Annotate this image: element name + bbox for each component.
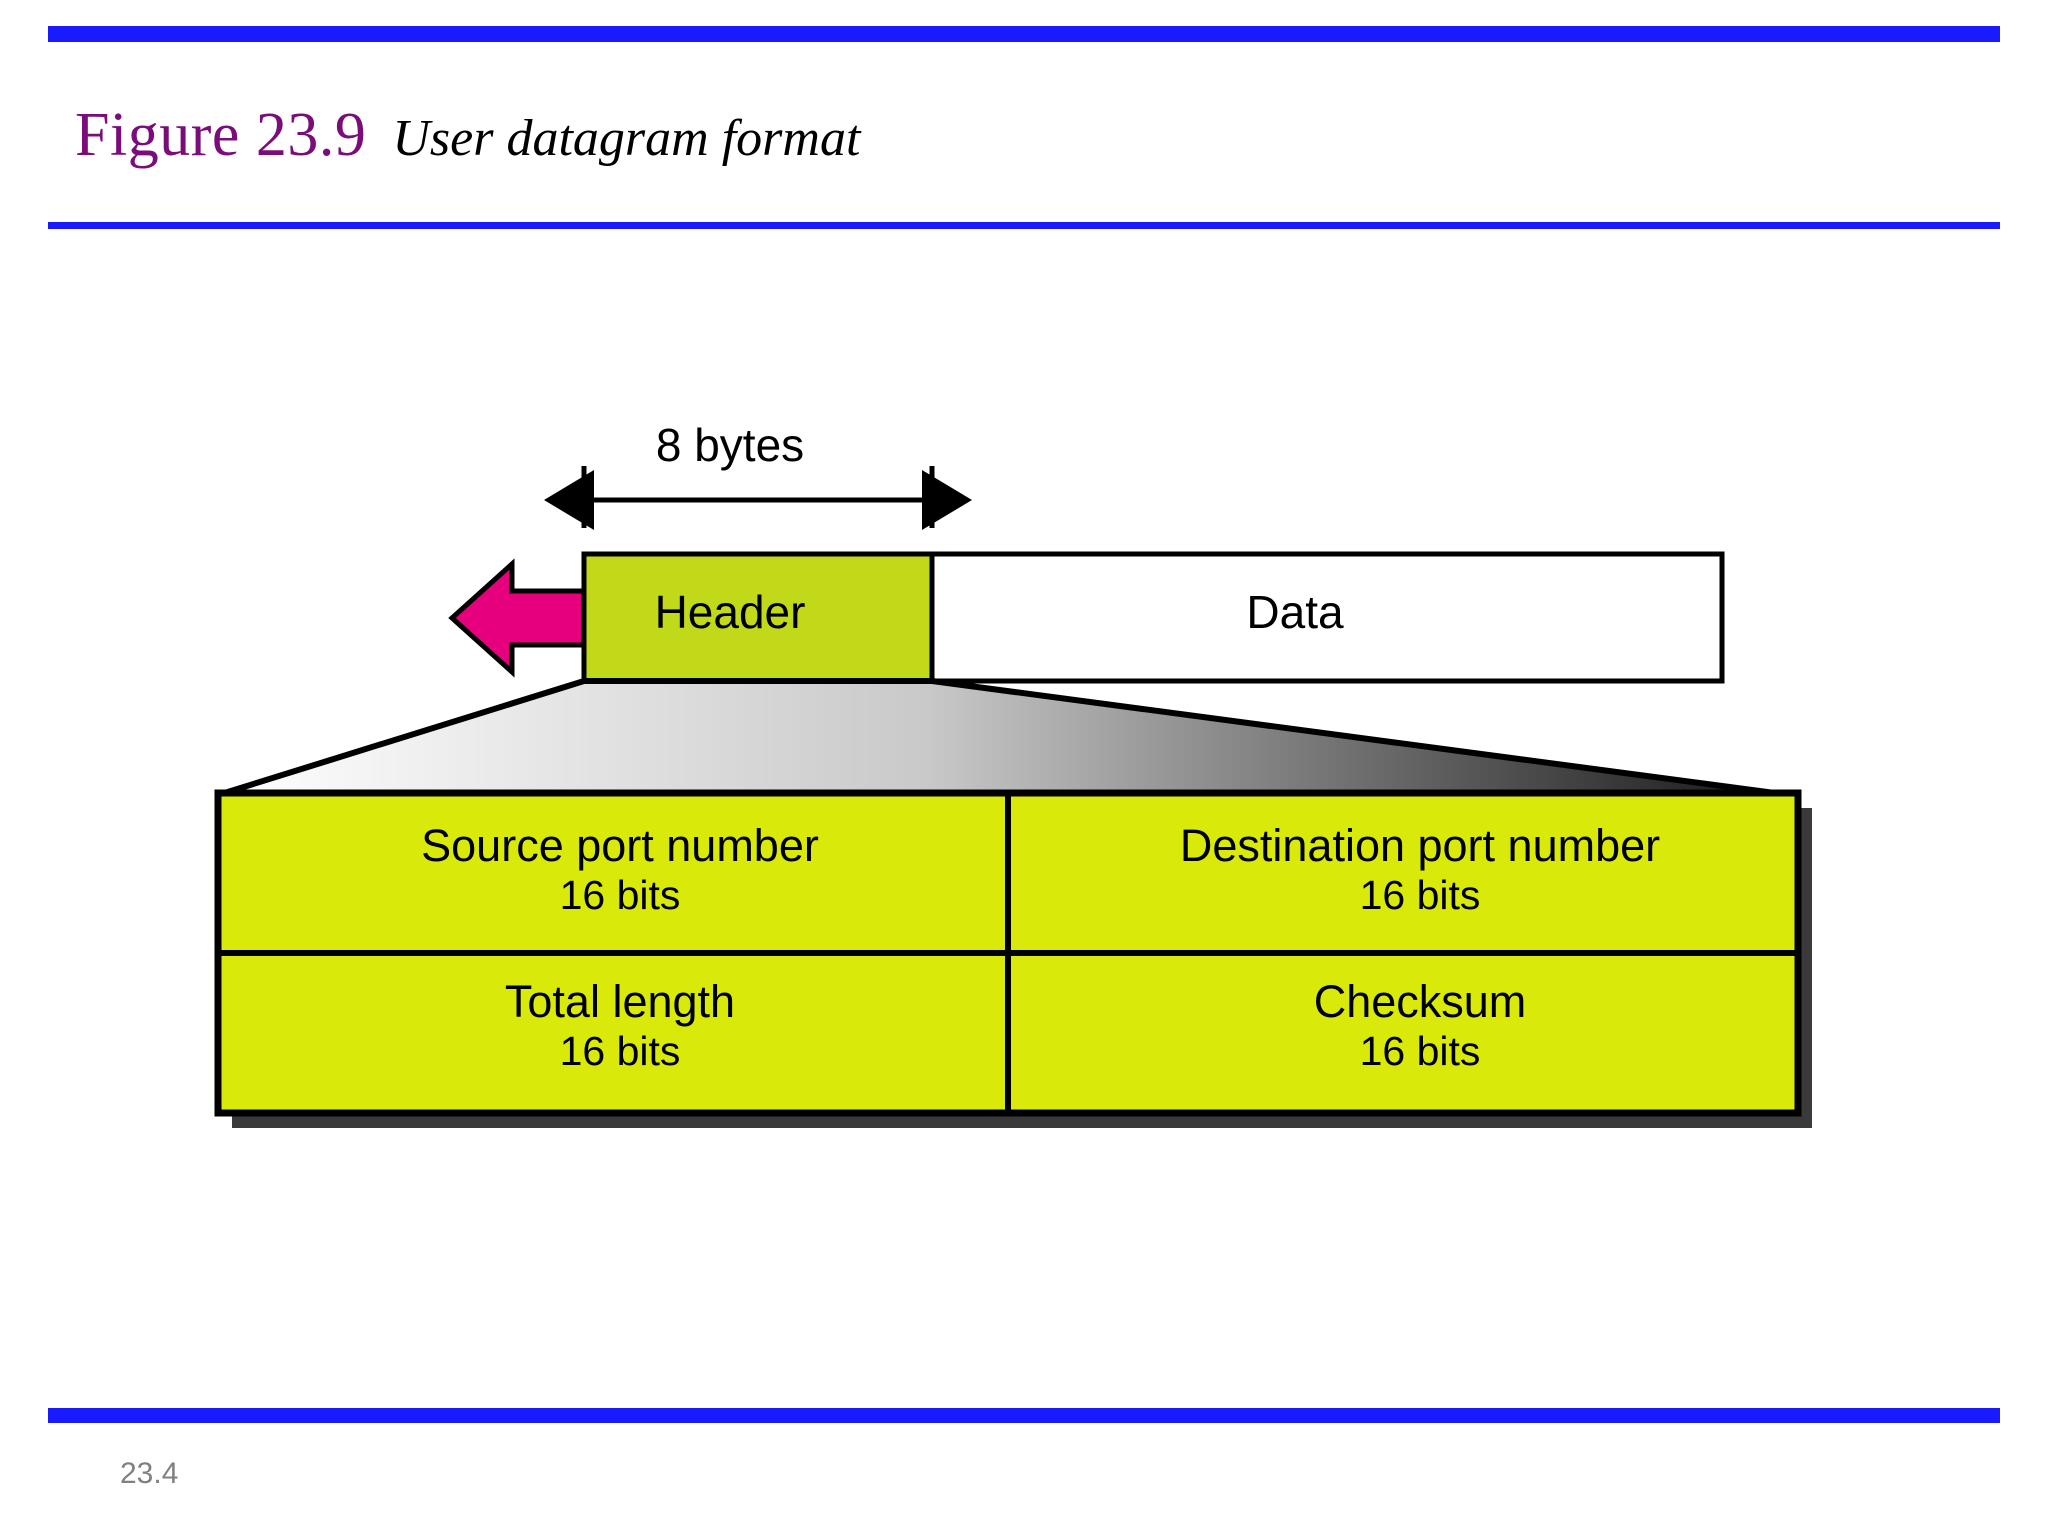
- field-name: Checksum: [1313, 976, 1527, 1027]
- field-cell-total-length: Total length 16 bits: [225, 976, 1015, 1076]
- top-rule: [48, 26, 2000, 42]
- dimension-8-bytes: [544, 466, 972, 530]
- field-cell-destination-port: Destination port number 16 bits: [1025, 820, 1815, 920]
- slide-page-number: 23.4: [120, 1457, 179, 1490]
- field-size: 16 bits: [559, 1028, 681, 1075]
- field-size: 16 bits: [1359, 1028, 1481, 1075]
- dimension-label: 8 bytes: [655, 419, 805, 471]
- figure-title: Figure 23.9 User datagram format: [75, 104, 860, 166]
- field-name: Destination port number: [1179, 820, 1661, 871]
- direction-arrow: [448, 558, 587, 678]
- figure-caption: User datagram format: [392, 110, 861, 167]
- data-box-label: Data: [1246, 586, 1344, 638]
- header-box-label: Header: [654, 586, 806, 638]
- field-cell-checksum: Checksum 16 bits: [1025, 976, 1815, 1076]
- field-size: 16 bits: [559, 872, 681, 919]
- figure-number: Figure 23.9: [75, 101, 367, 169]
- bottom-rule: [48, 1408, 2000, 1423]
- field-cell-source-port: Source port number 16 bits: [225, 820, 1015, 920]
- field-name: Source port number: [421, 820, 819, 871]
- field-size: 16 bits: [1359, 872, 1481, 919]
- title-underline-rule: [48, 222, 2000, 229]
- field-name: Total length: [504, 976, 736, 1027]
- zoom-connector: [217, 678, 1791, 798]
